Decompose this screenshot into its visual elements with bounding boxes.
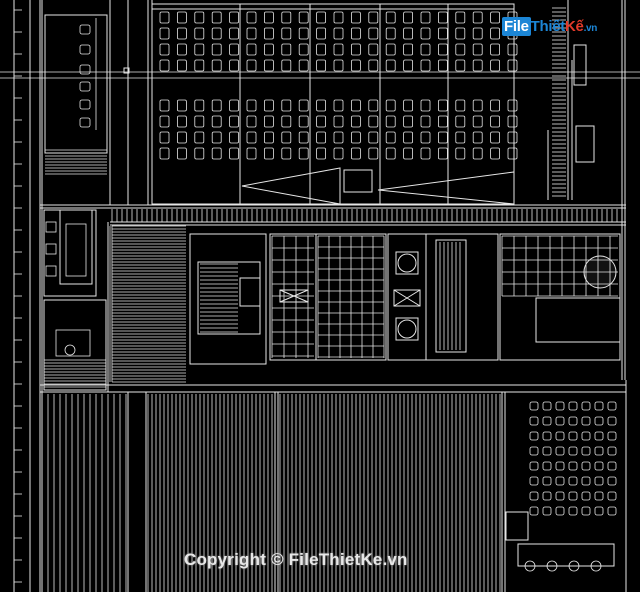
logo-thiet: Thiết bbox=[530, 18, 566, 35]
copyright-watermark: Copyright © FileThietKe.vn bbox=[184, 550, 408, 569]
logo-file: File bbox=[502, 17, 531, 36]
logo-domain: .vn bbox=[583, 23, 598, 34]
logo-ke: Kế bbox=[564, 18, 584, 35]
